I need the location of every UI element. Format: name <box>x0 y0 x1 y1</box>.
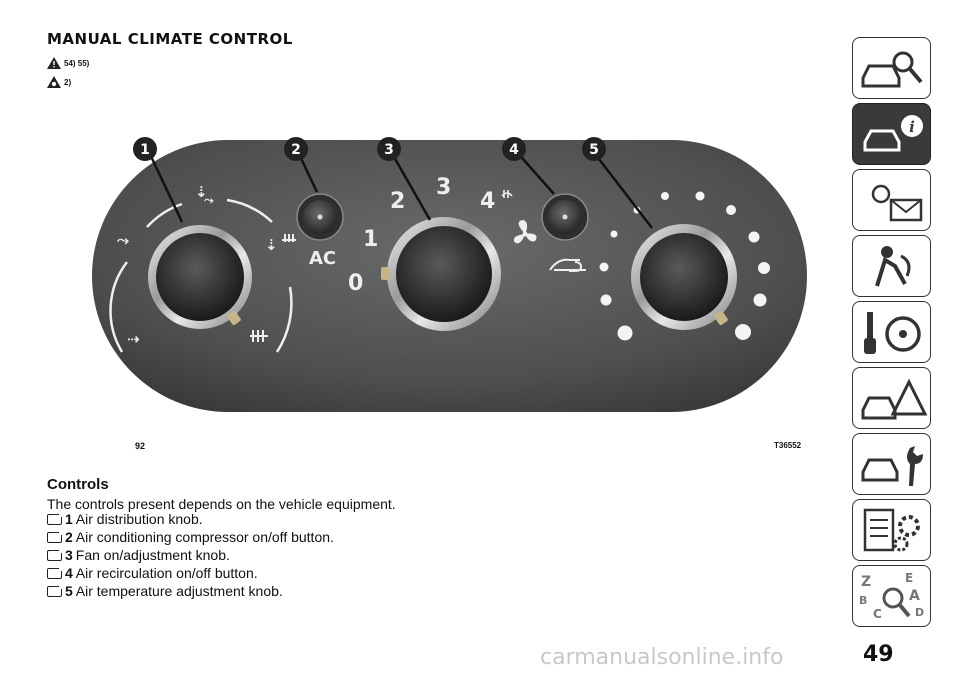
recirculation-icon <box>549 258 586 272</box>
page-number: 49 <box>863 642 894 667</box>
key-steering-icon <box>864 312 921 354</box>
svg-text:⤳: ⤳ <box>117 231 129 249</box>
svg-text:5: 5 <box>589 142 599 158</box>
svg-text:⇣: ⇣ <box>265 236 278 254</box>
warning-refs-text: 54) 55) <box>64 58 90 68</box>
alphabet-index-icon: Z EA BC D <box>859 571 924 621</box>
callout-1: 1 <box>133 137 157 161</box>
tab-emergency[interactable] <box>852 367 931 429</box>
svg-text:D: D <box>915 606 924 619</box>
climate-panel-figure: ⇣⤳ ⤳ ⇣ ⇢ AC 0 1 2 3 4 <box>92 137 807 412</box>
car-info-icon: i <box>863 115 923 152</box>
fan-knob[interactable] <box>381 217 501 331</box>
svg-text:4: 4 <box>509 142 519 158</box>
svg-text:2: 2 <box>291 142 301 158</box>
svg-text:A: A <box>909 588 920 604</box>
air-distribution-knob[interactable] <box>109 198 293 353</box>
svg-text:Z: Z <box>861 574 871 590</box>
checkbox-icon <box>47 547 65 561</box>
tab-maintenance[interactable] <box>852 433 931 495</box>
tab-safety[interactable] <box>852 235 931 297</box>
car-warning-triangle-icon <box>861 378 928 420</box>
svg-text:C: C <box>873 607 882 621</box>
fan-speed-2: 2 <box>390 189 405 214</box>
checkbox-icon <box>47 565 65 579</box>
note-refs-text: 2) <box>64 77 72 87</box>
figure-number: 92 <box>135 441 146 451</box>
checkbox-icon <box>47 529 65 543</box>
checkbox-icon <box>47 583 65 597</box>
tab-warning-lights-messages[interactable] <box>852 169 931 231</box>
callout-3: 3 <box>377 137 401 161</box>
controls-intro: The controls present depends on the vehi… <box>47 496 396 512</box>
svg-text:i: i <box>909 118 915 136</box>
fan-icon <box>513 220 537 244</box>
defrost-fan-icon <box>501 190 513 198</box>
warning-light-envelope-icon <box>871 184 923 222</box>
svg-text:⇣: ⇣ <box>195 183 208 201</box>
note-reference: 2) <box>47 76 71 88</box>
fan-speed-1: 1 <box>363 227 378 252</box>
callout-5: 5 <box>582 137 606 161</box>
recirculation-button[interactable] <box>541 193 589 241</box>
checkbox-icon <box>47 511 65 525</box>
svg-text:⇢: ⇢ <box>127 330 140 348</box>
note-icon <box>47 76 61 88</box>
callout-2: 2 <box>284 137 308 161</box>
gear-list-icon <box>863 508 920 552</box>
warning-triangle-icon <box>47 57 61 69</box>
watermark: carmanualsonline.info <box>540 645 784 670</box>
temperature-knob[interactable] <box>631 224 737 330</box>
ac-label: AC <box>309 248 336 269</box>
tab-technical-data[interactable] <box>852 499 931 561</box>
fan-speed-scale: 0 1 2 3 4 <box>348 175 495 296</box>
warning-reference: 54) 55) <box>47 57 89 69</box>
svg-text:E: E <box>905 571 913 585</box>
figure-code: T36552 <box>774 441 802 450</box>
defrost-icon <box>250 234 296 342</box>
svg-text:1: 1 <box>140 142 150 158</box>
car-wrench-icon <box>861 446 923 486</box>
svg-text:3: 3 <box>384 142 394 158</box>
tab-instruments-info[interactable]: i <box>852 103 931 165</box>
controls-heading: Controls <box>47 476 109 493</box>
fan-speed-0: 0 <box>348 271 363 296</box>
car-search-icon <box>861 51 923 88</box>
ac-button[interactable] <box>296 193 344 241</box>
air-direction-icon: ⇣⤳ ⤳ ⇣ ⇢ <box>117 183 278 348</box>
fan-speed-3: 3 <box>436 175 451 200</box>
tab-getting-to-know-car[interactable] <box>852 37 931 99</box>
callout-4: 4 <box>502 137 526 161</box>
section-title: MANUAL CLIMATE CONTROL <box>47 30 293 48</box>
svg-text:⤳: ⤳ <box>204 193 214 207</box>
tab-starting-driving[interactable] <box>852 301 931 363</box>
temperature-scale <box>599 191 770 341</box>
fan-speed-4: 4 <box>480 189 495 214</box>
airbag-seat-icon <box>875 246 911 287</box>
svg-text:B: B <box>859 594 867 607</box>
